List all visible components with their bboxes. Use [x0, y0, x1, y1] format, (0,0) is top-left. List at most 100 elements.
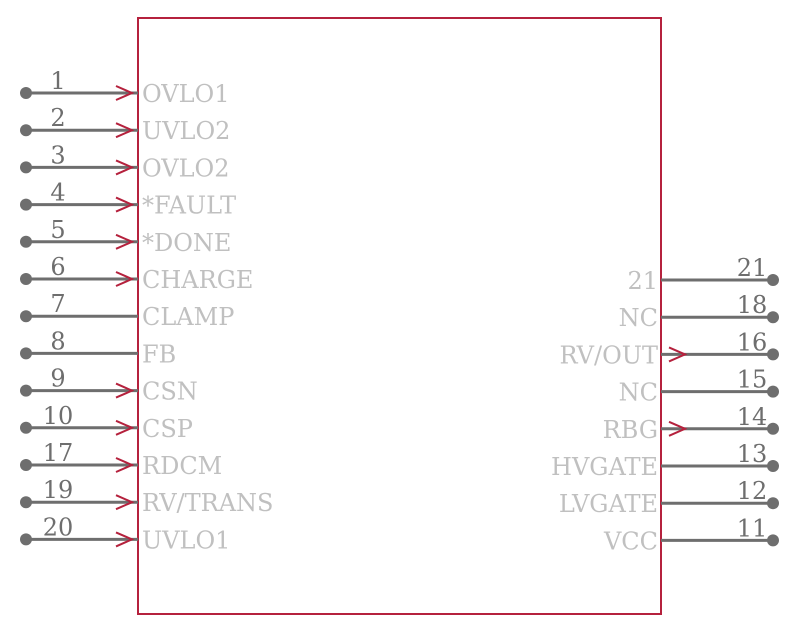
pin-name: RV/OUT: [559, 341, 658, 369]
pin-connection-dot: [20, 496, 32, 509]
pin-connection-dot: [767, 348, 779, 361]
pin-name: HVGATE: [551, 453, 658, 481]
input-arrow-icon: [115, 457, 135, 473]
pin-number: 18: [737, 291, 768, 319]
pin-connection-dot: [20, 235, 32, 248]
pin-name: RDCM: [142, 452, 222, 480]
pin-11: 11 VCC: [603, 514, 779, 555]
pin-number: 6: [50, 253, 65, 281]
pin-number: 2: [50, 104, 65, 132]
pin-name: CHARGE: [142, 266, 253, 294]
pin-8: 8 FB: [20, 327, 176, 368]
output-arrow-icon: [668, 346, 688, 363]
pin-name: OVLO2: [142, 154, 229, 182]
pin-number: 8: [50, 327, 65, 355]
pin-number: 4: [50, 179, 65, 207]
pin-9: 9 CSN: [20, 365, 198, 406]
pin-connection-dot: [767, 497, 779, 510]
pin-number: 21: [737, 254, 768, 282]
pin-number: 20: [43, 513, 74, 541]
pin-4: 4 *FAULT: [20, 179, 236, 220]
pin-10: 10 CSP: [20, 402, 193, 443]
pin-number: 11: [737, 514, 768, 542]
pin-number: 19: [43, 476, 74, 504]
right-pin-group: 212118NC16RV/OUT15NC14RBG13HVGATE12LVGAT…: [551, 254, 779, 555]
pin-connection-dot: [767, 311, 779, 324]
pin-connection-dot: [767, 274, 779, 286]
pin-19: 19 RV/TRANS: [20, 476, 273, 517]
pin-name: LVGATE: [559, 490, 658, 518]
pin-name: VCC: [603, 527, 658, 555]
input-arrow-icon: [115, 419, 135, 436]
pin-number: 7: [50, 290, 65, 318]
pin-name: RV/TRANS: [142, 489, 273, 517]
pin-connection-dot: [20, 384, 32, 397]
pin-connection-dot: [20, 347, 32, 360]
pin-16: 16 RV/OUT: [559, 328, 779, 369]
pin-15: 15 NC: [619, 366, 779, 407]
input-arrow-icon: [115, 159, 135, 176]
input-arrow-icon: [115, 271, 135, 287]
pin-7: 7 CLAMP: [20, 290, 234, 331]
pin-name: FB: [142, 340, 176, 368]
pin-connection-dot: [20, 87, 32, 99]
pin-name: NC: [619, 379, 658, 407]
input-arrow-icon: [115, 531, 135, 548]
pin-number: 10: [43, 402, 74, 430]
input-arrow-icon: [115, 85, 135, 101]
pin-6: 6 CHARGE: [20, 253, 253, 294]
pin-number: 16: [737, 328, 768, 356]
pin-number: 5: [50, 216, 65, 244]
pin-3: 3 OVLO2: [20, 141, 229, 182]
pin-connection-dot: [20, 273, 32, 285]
pin-name: RBG: [603, 416, 658, 444]
pin-number: 17: [43, 439, 74, 467]
pin-number: 15: [737, 366, 768, 394]
pin-number: 13: [737, 440, 768, 468]
input-arrow-icon: [115, 494, 135, 511]
pin-17: 17 RDCM: [20, 439, 222, 480]
pin-name: UVLO2: [142, 117, 230, 145]
pin-number: 14: [737, 403, 768, 431]
pin-name: NC: [619, 304, 658, 332]
pin-20: 20 UVLO1: [20, 513, 230, 554]
pin-name: CSN: [142, 378, 198, 406]
pin-connection-dot: [20, 310, 32, 323]
pin-connection-dot: [20, 161, 32, 174]
pin-number: 3: [50, 141, 65, 169]
pin-connection-dot: [20, 198, 32, 211]
pin-connection-dot: [20, 459, 32, 471]
pin-18: 18 NC: [619, 291, 779, 332]
pin-number: 1: [50, 67, 65, 95]
pin-2: 2 UVLO2: [20, 104, 230, 145]
pin-number: 12: [737, 477, 768, 505]
pin-name: CSP: [142, 415, 193, 443]
pin-12: 12 LVGATE: [559, 477, 779, 518]
pin-name: *FAULT: [142, 192, 236, 220]
input-arrow-icon: [115, 233, 135, 250]
pin-connection-dot: [20, 421, 32, 434]
pin-name: 21: [627, 267, 658, 295]
pin-14: 14 RBG: [603, 403, 779, 444]
pin-connection-dot: [20, 533, 32, 546]
pin-name: *DONE: [142, 229, 231, 257]
pin-connection-dot: [767, 534, 779, 547]
input-arrow-icon: [115, 382, 135, 399]
output-arrow-icon: [668, 420, 688, 437]
pin-5: 5 *DONE: [20, 216, 231, 257]
pin-connection-dot: [767, 422, 779, 435]
pin-21: 21 21: [627, 254, 779, 295]
pin-name: OVLO1: [142, 80, 229, 108]
pin-number: 9: [50, 365, 65, 393]
pin-connection-dot: [767, 385, 779, 398]
pin-13: 13 HVGATE: [551, 440, 779, 481]
pin-connection-dot: [767, 460, 779, 472]
pin-name: UVLO1: [142, 526, 230, 554]
pin-connection-dot: [20, 124, 32, 137]
input-arrow-icon: [115, 196, 135, 213]
input-arrow-icon: [115, 122, 135, 139]
pin-1: 1 OVLO1: [20, 67, 229, 108]
pin-name: CLAMP: [142, 303, 234, 331]
